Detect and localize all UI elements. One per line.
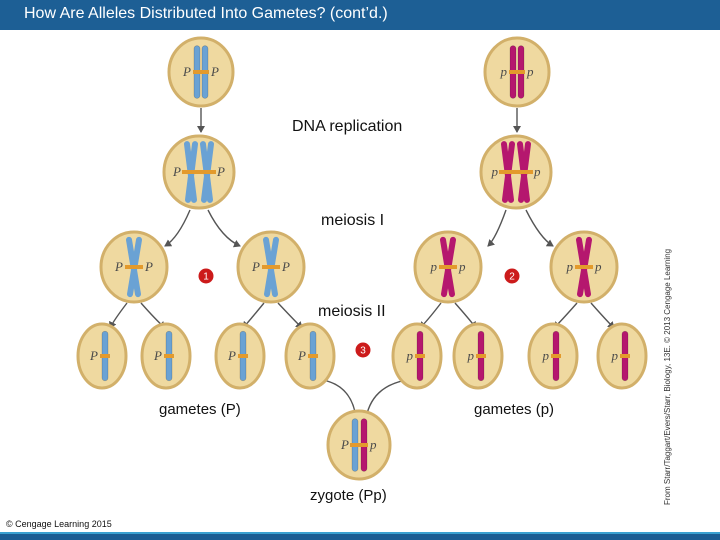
allele-label: P	[114, 259, 123, 274]
allele-label: p	[369, 437, 377, 452]
step-badge-number: 1	[203, 272, 209, 283]
allele-label: P	[210, 64, 219, 79]
step-badge-number: 3	[360, 346, 366, 357]
arrow	[207, 209, 241, 248]
title-bar: How Are Alleles Distributed Into Gametes…	[0, 0, 720, 30]
gamete-cell-dominant-3: P	[214, 322, 266, 390]
gamete-cell-dominant-4: P	[284, 322, 336, 390]
bottom-bar-accent	[0, 532, 720, 534]
arrow	[590, 302, 615, 329]
publisher-credit: From Starr/Taggart/Evers/Starr, Biology,…	[663, 248, 672, 505]
label-gametes-dominant: gametes (P)	[159, 401, 241, 418]
allele-label: P	[172, 164, 181, 179]
arrow	[164, 209, 191, 247]
allele-label: P	[297, 348, 306, 363]
allele-label: P	[89, 348, 98, 363]
step-badge-1: 1	[198, 268, 214, 284]
label-dna-replication: DNA replication	[292, 118, 403, 135]
arrow	[487, 209, 507, 247]
allele-label: p	[542, 348, 550, 363]
allele-label: p	[533, 164, 541, 179]
allele-label: P	[153, 348, 162, 363]
gamete-cell-dominant-1: P	[76, 322, 128, 390]
allele-label: P	[144, 259, 153, 274]
arrow	[363, 379, 408, 419]
step-badge-2: 2	[504, 268, 520, 284]
label-zygote: zygote (Pp)	[310, 487, 387, 504]
allele-label: p	[500, 64, 508, 79]
label-meiosis-1: meiosis I	[321, 212, 385, 229]
page-title: How Are Alleles Distributed Into Gametes…	[24, 5, 388, 22]
step-badge-3: 3	[355, 342, 371, 358]
allele-label: p	[430, 259, 438, 274]
gamete-cell-recessive-4: p	[596, 322, 648, 390]
gamete-cell-recessive-2: p	[452, 322, 504, 390]
allele-label: p	[458, 259, 466, 274]
allele-label: p	[467, 348, 475, 363]
allele-label: P	[182, 64, 191, 79]
allele-label: p	[566, 259, 574, 274]
allele-label: P	[227, 348, 236, 363]
allele-label: p	[594, 259, 602, 274]
allele-label: P	[251, 259, 260, 274]
arrow	[525, 209, 554, 247]
bottom-bar	[0, 532, 720, 540]
allele-label: p	[491, 164, 499, 179]
allele-label: p	[406, 348, 414, 363]
gamete-cell-dominant-2: P	[140, 322, 192, 390]
allele-label: p	[526, 64, 534, 79]
copyright-notice: © Cengage Learning 2015	[6, 519, 112, 529]
gamete-cell-recessive-1: p	[391, 322, 443, 390]
allele-label: P	[340, 437, 349, 452]
allele-label: p	[611, 348, 619, 363]
step-badge-number: 2	[509, 272, 515, 283]
label-gametes-recessive: gametes (p)	[474, 401, 555, 418]
arrow	[109, 302, 128, 329]
allele-label: P	[216, 164, 225, 179]
step-badges: 1 2 3	[198, 268, 520, 358]
gamete-cell-recessive-3: p	[527, 322, 579, 390]
allele-label: P	[281, 259, 290, 274]
label-meiosis-2: meiosis II	[318, 303, 386, 320]
arrow	[277, 302, 303, 329]
